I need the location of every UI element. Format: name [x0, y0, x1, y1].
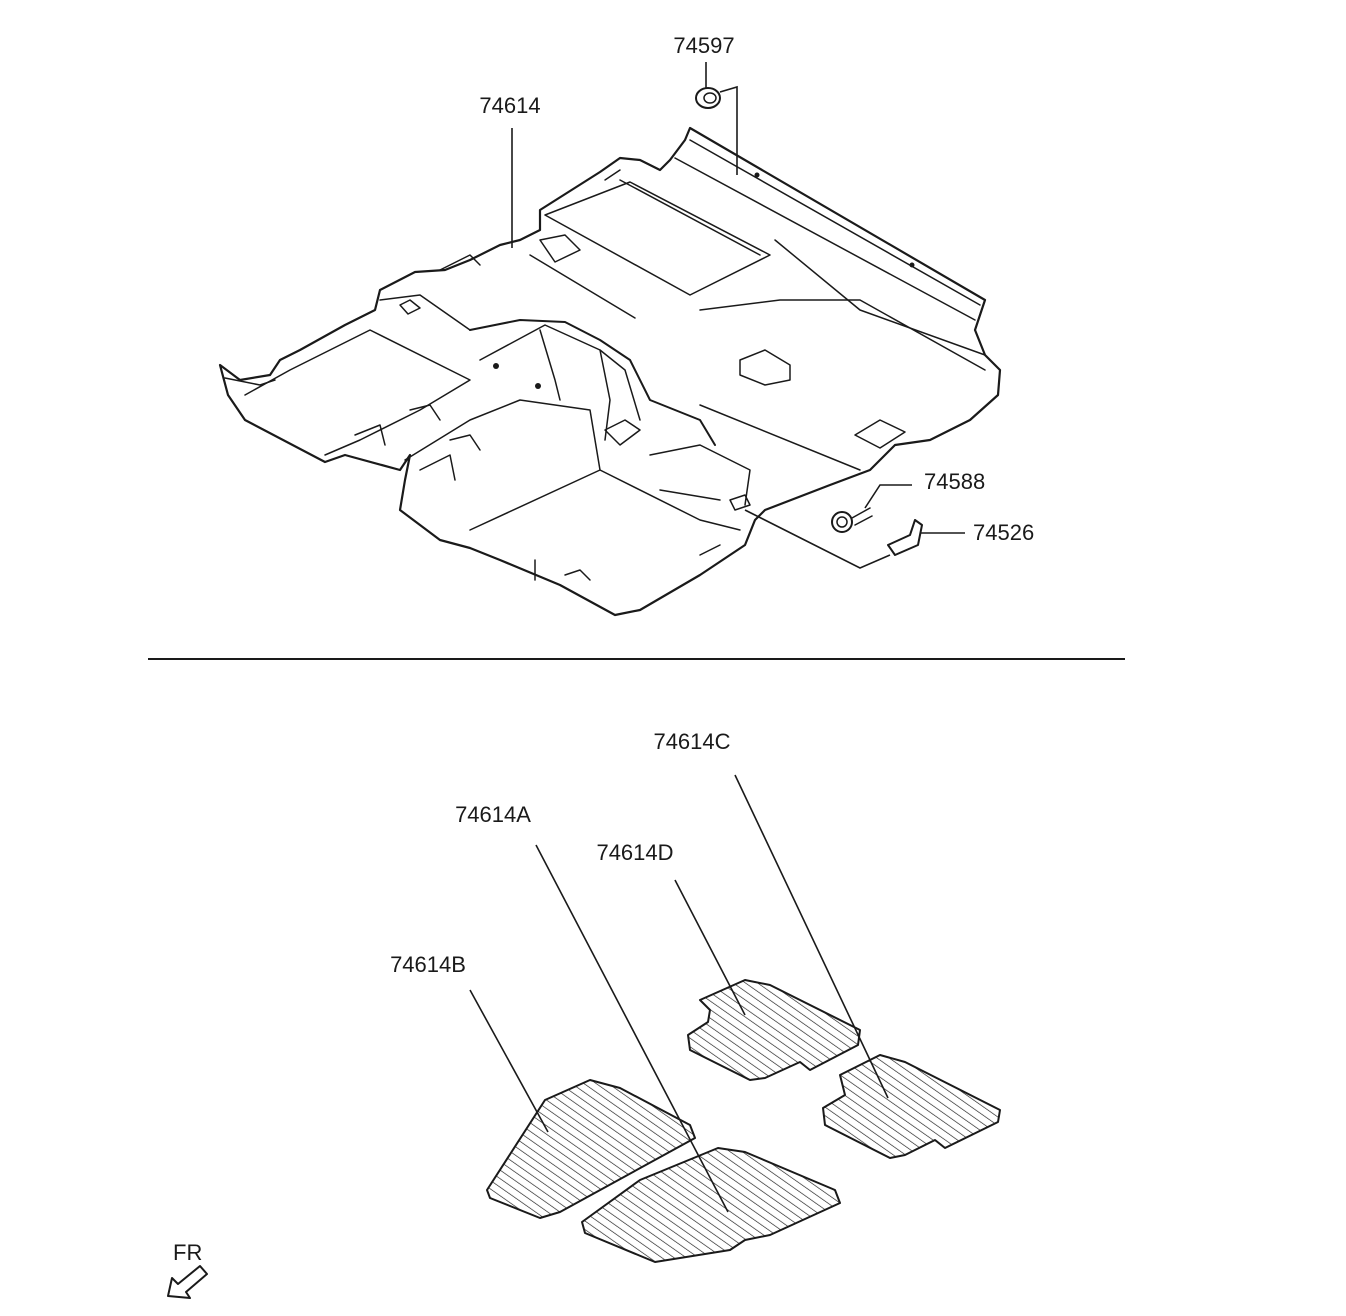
front-direction-indicator: FR	[167, 1240, 208, 1299]
floor-mat-74614D	[687, 979, 861, 1081]
front-arrow-icon	[167, 1265, 208, 1299]
floor-mat-74614A	[581, 1147, 841, 1263]
leader-74614D	[674, 879, 746, 1016]
label-74614: 74614	[479, 93, 540, 118]
clip-74597	[695, 85, 738, 175]
leader-74614C	[734, 774, 889, 1099]
label-74614B: 74614B	[390, 952, 466, 977]
leader-74614B	[469, 989, 549, 1133]
label-74597: 74597	[673, 33, 734, 58]
label-74614D: 74614D	[596, 840, 673, 865]
label-74526: 74526	[973, 520, 1034, 545]
label-74614C: 74614C	[653, 729, 730, 754]
leader-74614A	[535, 844, 729, 1213]
floor-carpet-assembly	[218, 126, 1002, 617]
bracket-74526	[744, 509, 965, 569]
floor-carpet-outline	[218, 126, 1002, 617]
fastener-74588	[831, 484, 912, 533]
label-74588: 74588	[924, 469, 985, 494]
floor-mat-74614C	[822, 1054, 1001, 1159]
front-label: FR	[173, 1240, 202, 1265]
label-74614A: 74614A	[455, 802, 531, 827]
